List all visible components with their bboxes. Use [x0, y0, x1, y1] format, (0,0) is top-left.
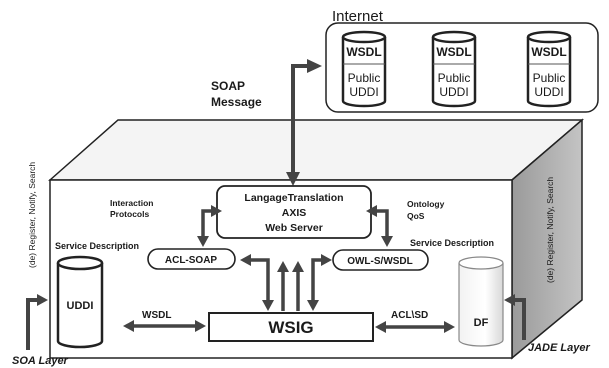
- registry-line1: Public: [348, 71, 381, 85]
- acl-soap-label: ACL-SOAP: [165, 255, 218, 266]
- translation-axis: AXIS: [282, 207, 307, 219]
- uddi-wsig-arrow: [123, 320, 206, 332]
- jade-register-text: (de) Register, Notify, Search: [545, 177, 555, 283]
- df-database: [458, 256, 504, 347]
- soap-message-arrow: [286, 59, 322, 186]
- registry-line2: UDDI: [439, 85, 468, 99]
- translation-acl-arrow: [197, 205, 222, 247]
- soa-layer-label: SOA Layer: [12, 355, 69, 367]
- registry-line1: Public: [533, 71, 566, 85]
- jade-register-arrow: [504, 294, 526, 340]
- owl-wsdl-node: [332, 249, 429, 271]
- service-description-right: Service Description: [410, 238, 494, 248]
- soap-message-label-2: Message: [211, 95, 262, 109]
- soap-message-label: SOAP: [211, 79, 245, 93]
- public-uddi-registry: WSDL Public UDDI: [526, 30, 572, 108]
- owl-wsdl-label: OWL-S/WSDL: [347, 256, 413, 267]
- translation-title: LangageTranslation: [244, 192, 343, 204]
- registry-wsdl-label: WSDL: [531, 45, 566, 59]
- registry-wsdl-label: WSDL: [346, 45, 381, 59]
- registry-wsdl-label: WSDL: [436, 45, 471, 59]
- public-uddi-registry: WSDL Public UDDI: [341, 30, 387, 108]
- internet-title: Internet: [332, 8, 384, 25]
- wsig-df-arrow: [375, 321, 455, 333]
- uddi-database: [56, 255, 104, 349]
- registry-line2: UDDI: [349, 85, 378, 99]
- soa-register-text: (de) Register, Notify, Search: [27, 162, 37, 268]
- acl-soap-node: [147, 248, 236, 270]
- wsig-label: WSIG: [268, 318, 313, 337]
- owl-wsig-arrows: [292, 254, 332, 311]
- box-top-face: [48, 119, 585, 181]
- soa-register-arrow: [26, 294, 48, 350]
- ontology-label: Ontology: [407, 199, 445, 209]
- translation-web-server: Web Server: [265, 222, 323, 234]
- wsdl-arrow-label: WSDL: [142, 310, 171, 321]
- translation-owl-arrow: [366, 205, 393, 247]
- service-description-left: Service Description: [55, 241, 139, 251]
- acl-wsig-arrows: [240, 254, 289, 311]
- wsig-node: [208, 312, 374, 342]
- qos-label: QoS: [407, 211, 425, 221]
- internet-group: Internet WSDL Public UDDI WSDL Public UD…: [325, 8, 599, 113]
- jade-layer-label: JADE Layer: [528, 342, 590, 354]
- uddi-label: UDDI: [67, 300, 94, 312]
- df-label: DF: [474, 317, 489, 329]
- registry-line2: UDDI: [534, 85, 563, 99]
- registry-line1: Public: [438, 71, 471, 85]
- public-uddi-registry: WSDL Public UDDI: [431, 30, 477, 108]
- interaction-protocols-label-2: Protocols: [110, 209, 149, 219]
- acl-sd-label: ACL\SD: [391, 310, 428, 321]
- interaction-protocols-label: Interaction: [110, 198, 153, 208]
